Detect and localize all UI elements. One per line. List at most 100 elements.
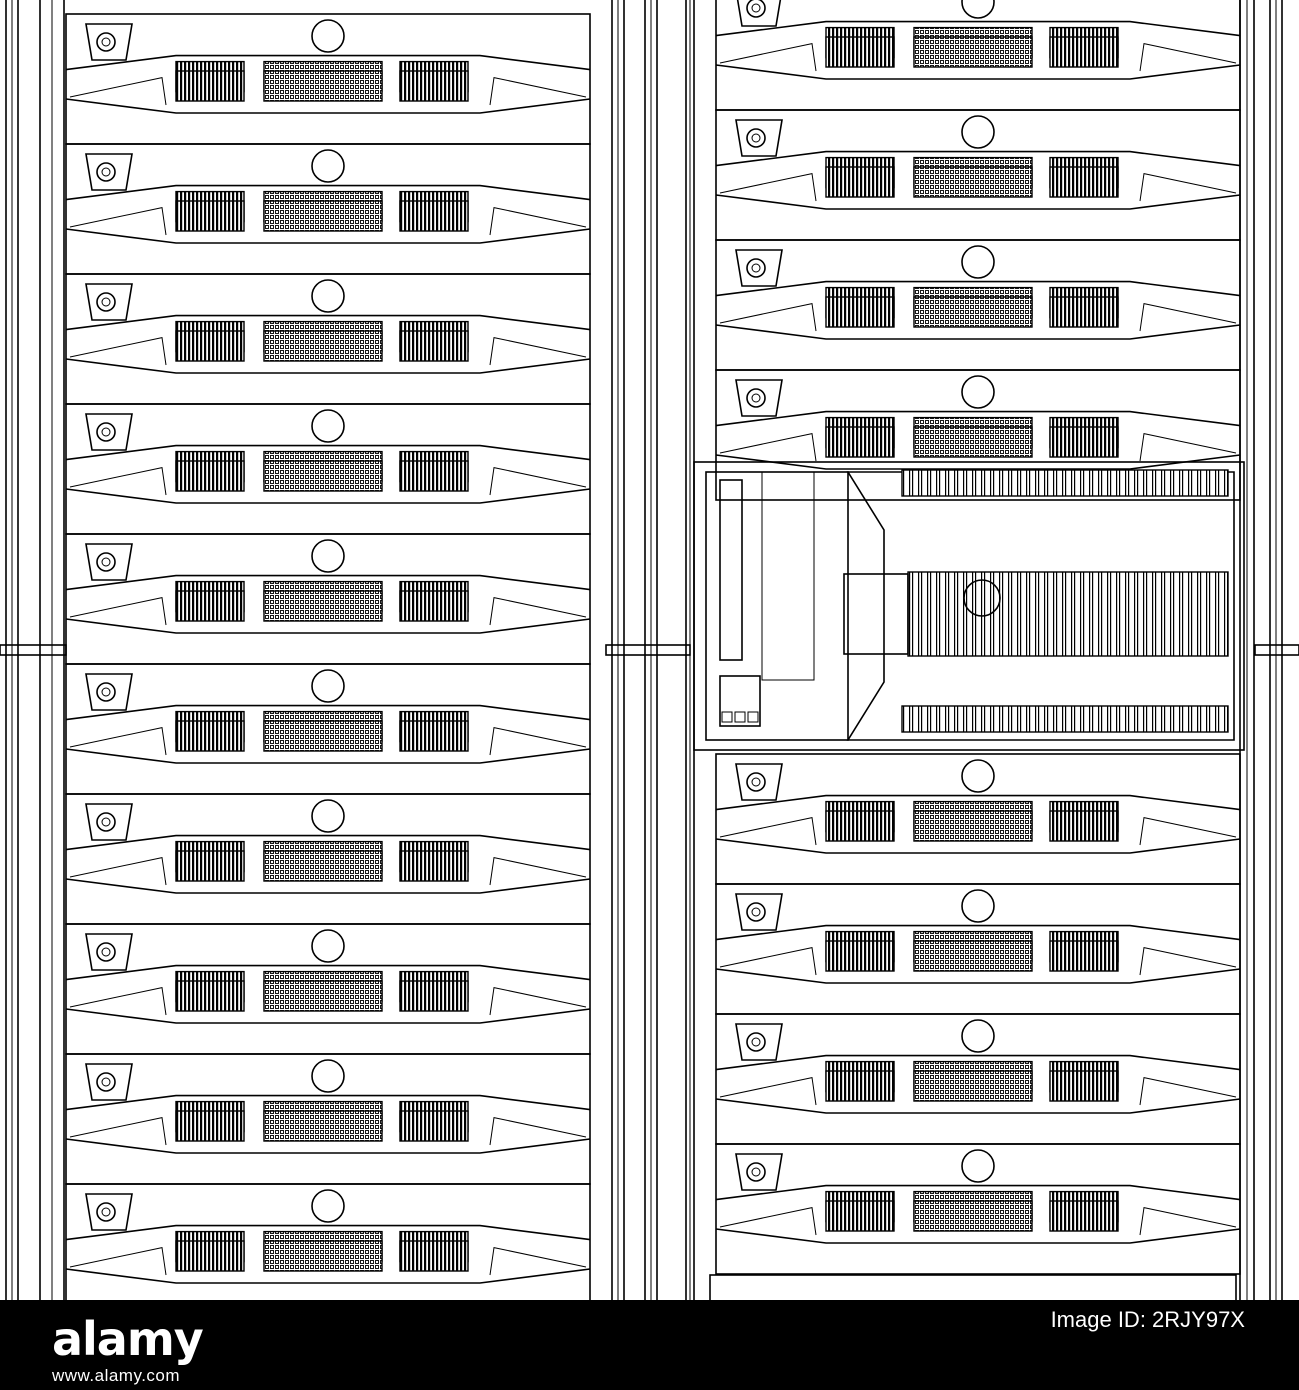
- right-rack-server: [715, 369, 1241, 501]
- right-wing: [489, 207, 587, 236]
- left-rack-server: [65, 663, 591, 795]
- vent-grille: [399, 460, 469, 492]
- vent-grille: [175, 850, 245, 882]
- vent-grille: [399, 70, 469, 102]
- power-button-core: [101, 37, 111, 47]
- vent-grille: [399, 1240, 469, 1272]
- bezel-logo-circle: [961, 245, 995, 279]
- vent-grille: [175, 1110, 245, 1142]
- bezel-top-edge: [65, 184, 591, 201]
- rack-base-plate: [709, 1274, 1237, 1306]
- power-button-icon: [96, 552, 116, 572]
- vent-grille: [825, 166, 895, 198]
- module-logo-circle: [963, 579, 1001, 617]
- power-button-icon: [96, 292, 116, 312]
- vent-grille: [1049, 810, 1119, 842]
- power-button-core: [751, 1167, 761, 1177]
- bezel-top-edge: [65, 834, 591, 851]
- power-button-core: [751, 263, 761, 273]
- vent-grille: [399, 590, 469, 622]
- bezel-bottom-edge: [65, 1138, 591, 1154]
- right-wing: [1139, 817, 1237, 846]
- bezel-top-edge: [715, 150, 1241, 167]
- right-wing: [1139, 947, 1237, 976]
- power-badge: [85, 1193, 133, 1231]
- bezel-bottom-edge: [715, 194, 1241, 210]
- power-badge: [85, 153, 133, 191]
- bezel-bottom-edge: [65, 1008, 591, 1024]
- bezel-top-edge: [715, 1054, 1241, 1071]
- left-rack-server: [65, 793, 591, 925]
- vent-grille: [825, 940, 895, 972]
- power-button-icon: [746, 128, 766, 148]
- right-wing: [489, 987, 587, 1016]
- vent-grille: [825, 1200, 895, 1232]
- power-button-icon: [96, 942, 116, 962]
- bezel-logo-circle: [961, 1149, 995, 1183]
- vent-grille: [825, 296, 895, 328]
- power-button-icon: [746, 0, 766, 18]
- left-rack-server: [65, 1183, 591, 1315]
- vent-grille: [263, 330, 383, 362]
- vent-grille: [913, 810, 1033, 842]
- power-badge: [85, 673, 133, 711]
- right-wing: [1139, 433, 1237, 462]
- power-button-core: [751, 393, 761, 403]
- bezel-top-edge: [65, 704, 591, 721]
- right-wing: [489, 727, 587, 756]
- bezel-bottom-edge: [715, 1228, 1241, 1244]
- power-button-icon: [746, 388, 766, 408]
- power-badge: [735, 1023, 783, 1061]
- vent-grille: [175, 460, 245, 492]
- right-rack-server: [715, 753, 1241, 885]
- power-button-icon: [96, 1202, 116, 1222]
- left-wing: [69, 467, 167, 496]
- left-wing: [719, 1077, 817, 1106]
- bezel-logo-circle: [961, 115, 995, 149]
- bezel-logo-circle: [311, 669, 345, 703]
- bezel-logo-circle: [961, 1019, 995, 1053]
- power-badge: [735, 1153, 783, 1191]
- bezel-logo-circle: [311, 929, 345, 963]
- right-wing: [489, 857, 587, 886]
- vent-grille: [175, 980, 245, 1012]
- vent-grille: [825, 810, 895, 842]
- right-wing: [1139, 43, 1237, 72]
- power-badge: [85, 543, 133, 581]
- vent-grille: [399, 330, 469, 362]
- left-wing: [719, 433, 817, 462]
- drive-bay: [761, 471, 815, 681]
- power-button-icon: [746, 1032, 766, 1052]
- right-wing: [1139, 1207, 1237, 1236]
- left-wing: [719, 1207, 817, 1236]
- rail-joint: [1254, 644, 1299, 656]
- bezel-logo-circle: [961, 889, 995, 923]
- left-rack-server: [65, 13, 591, 145]
- module-body: [846, 471, 1235, 741]
- left-rack-server: [65, 533, 591, 665]
- vent-grille: [913, 426, 1033, 458]
- power-button-icon: [96, 812, 116, 832]
- vent-grille: [1049, 426, 1119, 458]
- vent-grille: [175, 330, 245, 362]
- vent-grille: [1049, 1070, 1119, 1102]
- right-rack-server: [715, 239, 1241, 371]
- bezel-logo-circle: [961, 375, 995, 409]
- power-button-core: [101, 427, 111, 437]
- vent-grille: [913, 166, 1033, 198]
- bezel-bottom-edge: [715, 838, 1241, 854]
- power-button-icon: [746, 772, 766, 792]
- power-button-icon: [746, 1162, 766, 1182]
- server-chassis: [715, 369, 1241, 501]
- rail-joint: [0, 644, 67, 656]
- power-button-core: [751, 133, 761, 143]
- power-button-core: [751, 1037, 761, 1047]
- vent-grille: [263, 850, 383, 882]
- power-button-icon: [746, 258, 766, 278]
- right-wing: [489, 467, 587, 496]
- vent-grille: [263, 70, 383, 102]
- power-button-core: [101, 557, 111, 567]
- power-badge: [85, 413, 133, 451]
- module-chassis: [693, 461, 1245, 751]
- left-rack-server: [65, 923, 591, 1055]
